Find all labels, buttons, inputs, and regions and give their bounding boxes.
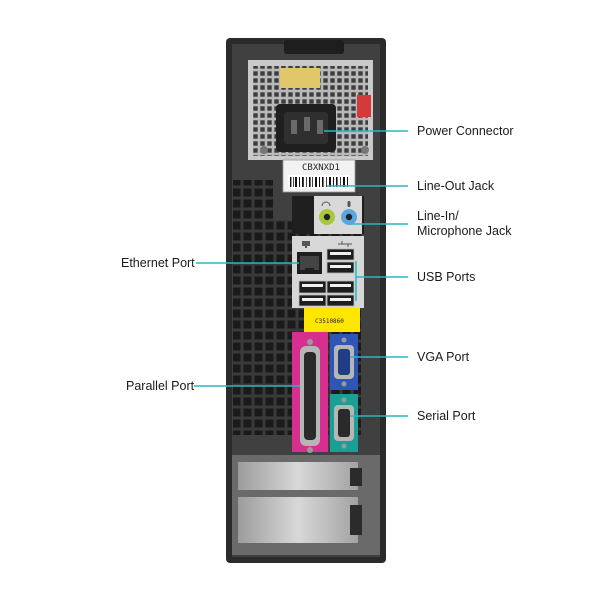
callout-line-usb <box>355 261 408 301</box>
label-power-connector: Power Connector <box>417 124 514 138</box>
label-ethernet-port: Ethernet Port <box>121 256 195 270</box>
callout-lines <box>194 130 408 417</box>
top-latch <box>284 40 344 54</box>
label-line-in-part1: Line-In/ <box>417 209 459 223</box>
usb-icon <box>338 241 352 247</box>
yellow-label-text: C3510860 <box>315 318 344 325</box>
parallel-port-block <box>292 332 328 453</box>
ethernet-icon <box>302 241 310 248</box>
label-line-out-jack: Line-Out Jack <box>417 179 495 193</box>
label-serial-port: Serial Port <box>417 409 476 423</box>
usb-ports[interactable] <box>298 248 355 307</box>
headphone-icon <box>321 201 331 207</box>
io-panel <box>292 236 364 308</box>
label-line-in-part2: Microphone Jack <box>417 224 512 238</box>
label-parallel-port: Parallel Port <box>126 379 195 393</box>
power-supply <box>248 60 373 160</box>
serial-port-block <box>330 394 358 452</box>
voltage-switch[interactable] <box>357 95 371 117</box>
expansion-slots <box>232 455 380 555</box>
label-line-in-jack: Line-In/ Microphone Jack <box>417 209 512 239</box>
label-vga-port: VGA Port <box>417 350 470 364</box>
audio-panel <box>292 196 364 234</box>
service-tag-text: CBXNXD1 <box>302 163 340 173</box>
vga-port-block <box>330 334 358 390</box>
label-usb-ports: USB Ports <box>417 270 476 284</box>
yellow-label <box>304 308 360 332</box>
microphone-icon <box>347 201 351 207</box>
